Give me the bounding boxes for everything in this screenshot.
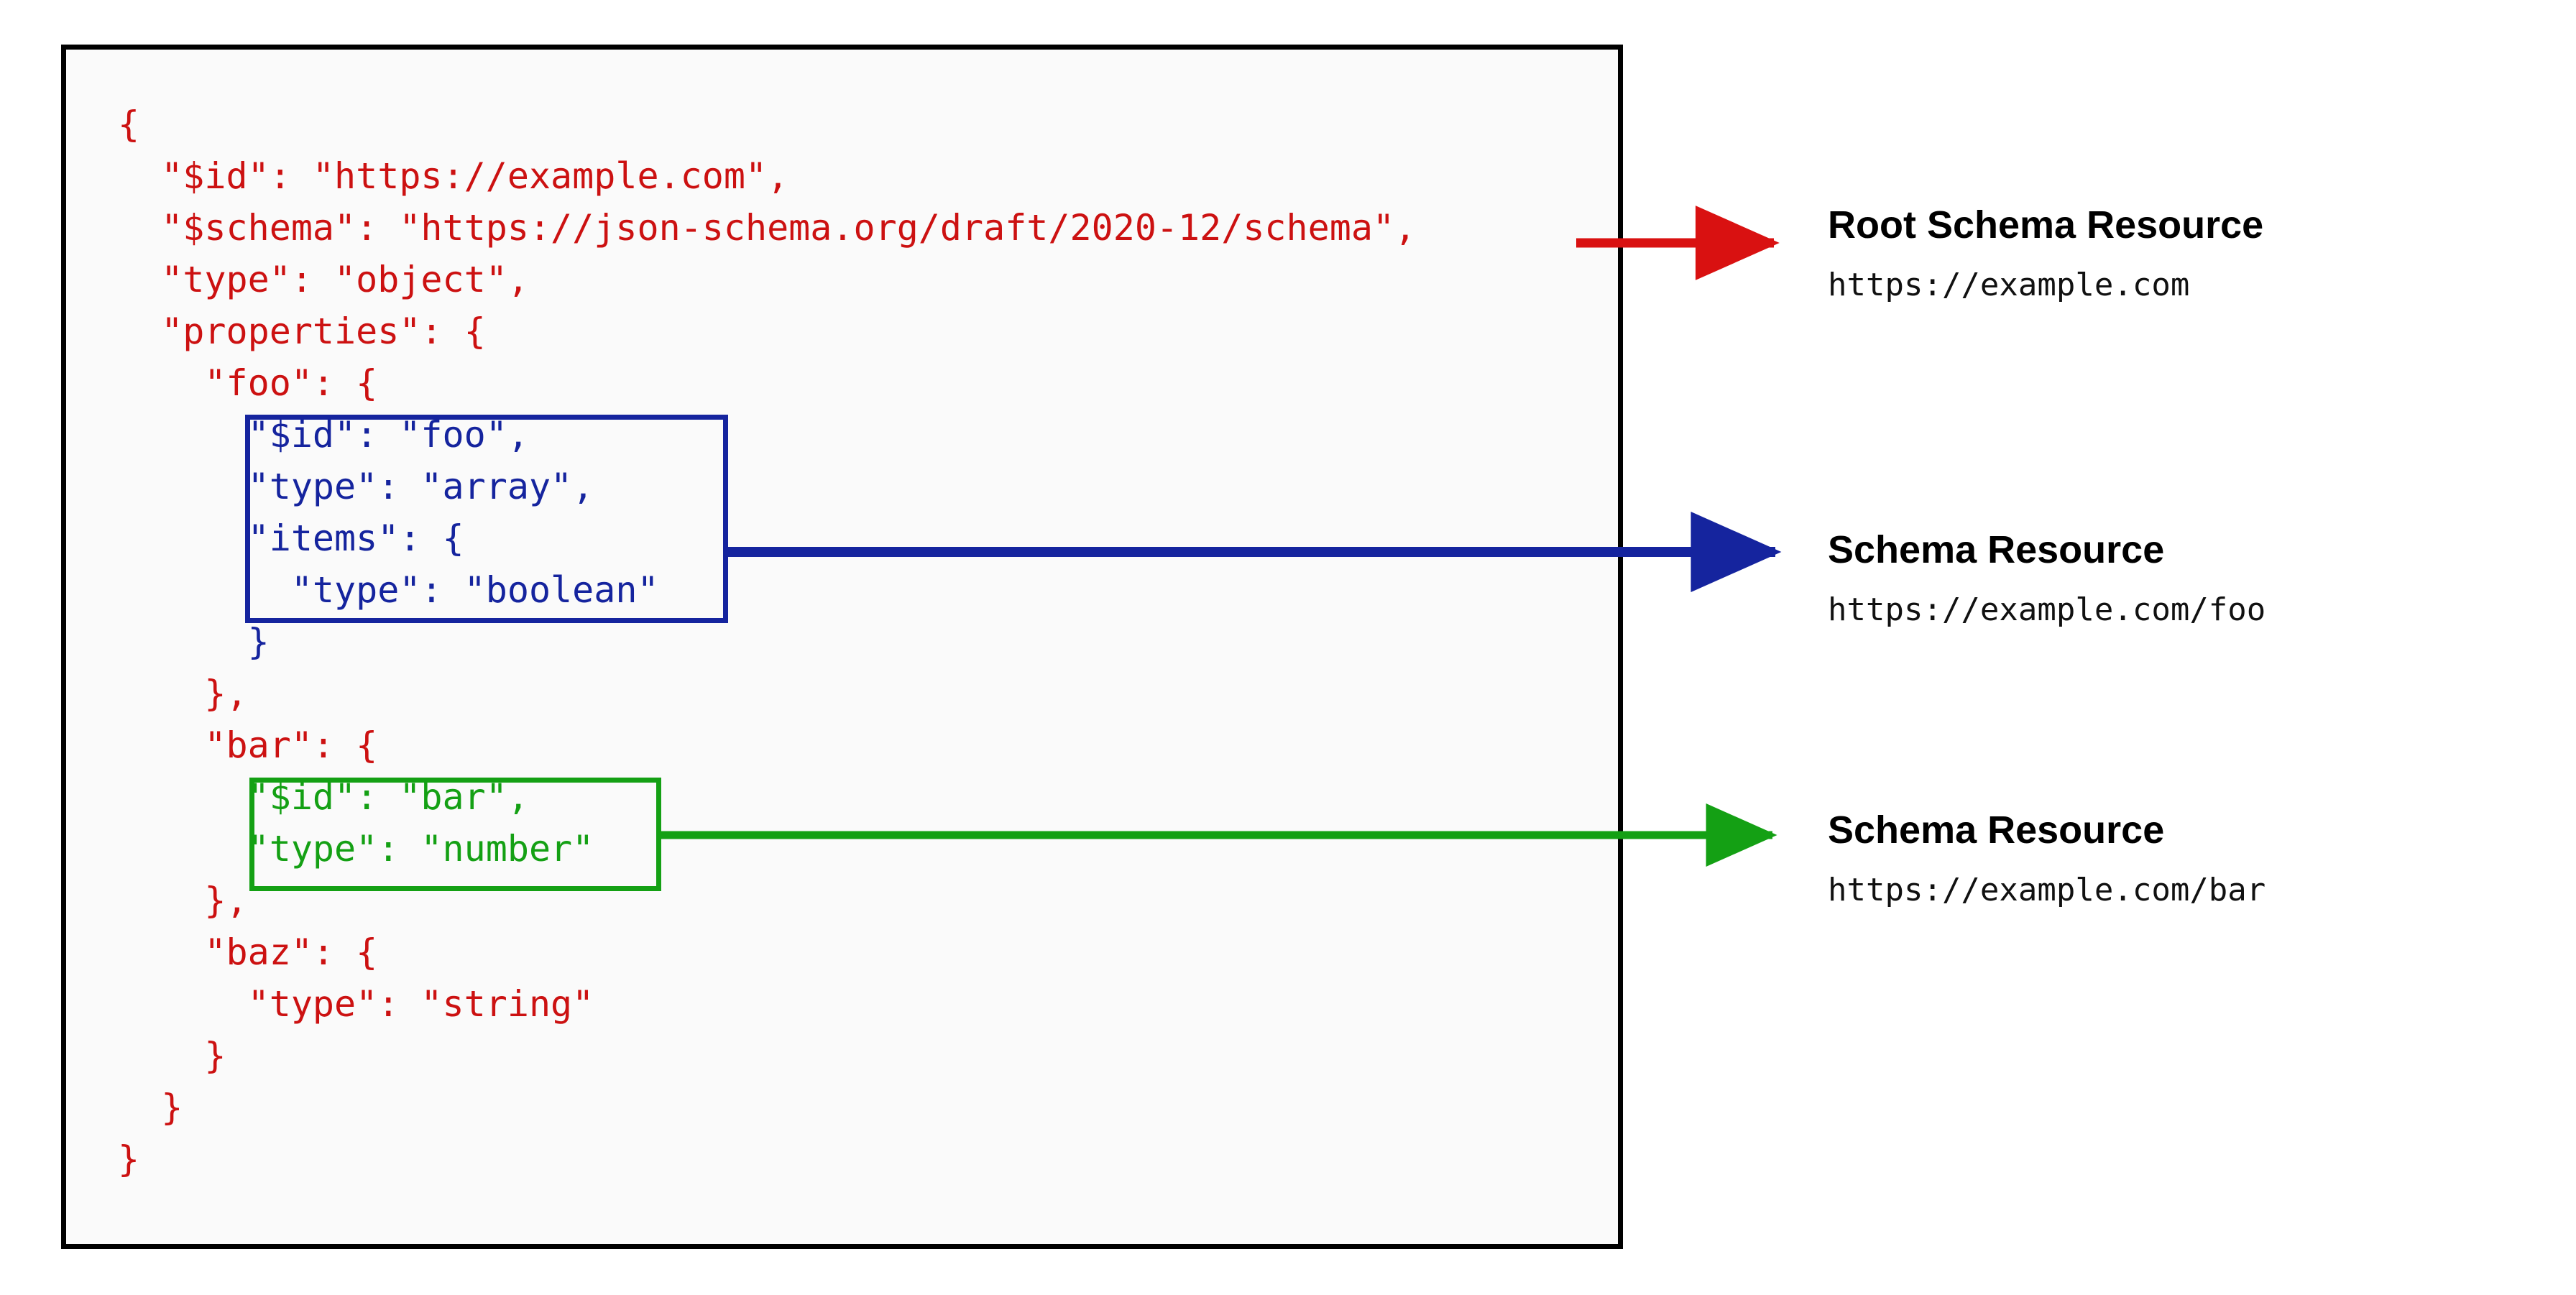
callout-url: https://example.com/bar [1828, 872, 2266, 908]
callout-foo-schema-resource: Schema Resource https://example.com/foo [1828, 528, 2266, 630]
json-code-panel: { "$id": "https://example.com", "$schema… [61, 45, 1623, 1249]
code-line: "type": "boolean" [118, 569, 659, 611]
code-line: "bar": { [118, 724, 378, 766]
code-line: "type": "object", [118, 259, 529, 300]
json-code-block: { "$id": "https://example.com", "$schema… [118, 98, 1416, 1185]
callout-url: https://example.com/foo [1828, 591, 2266, 628]
code-line: } [118, 621, 270, 663]
code-line: "items": { [118, 517, 464, 559]
callout-title: Schema Resource [1828, 528, 2165, 571]
code-line: { [118, 103, 140, 145]
code-line: } [118, 1087, 183, 1128]
code-line: } [118, 1138, 140, 1180]
callout-title: Root Schema Resource [1828, 203, 2264, 246]
code-line: "type": "array", [118, 466, 594, 507]
code-line: } [118, 1035, 226, 1077]
code-line: "baz": { [118, 931, 378, 973]
code-line: "$id": "bar", [118, 776, 529, 818]
code-line: "properties": { [118, 310, 486, 352]
code-line: "type": "number" [118, 828, 594, 870]
code-line: }, [118, 880, 248, 921]
code-line: }, [118, 673, 248, 714]
callout-title: Schema Resource [1828, 808, 2165, 852]
code-line: "type": "string" [118, 983, 594, 1025]
code-line: "$schema": "https://json-schema.org/draf… [118, 207, 1417, 249]
callout-bar-schema-resource: Schema Resource https://example.com/bar [1828, 808, 2266, 911]
code-line: "foo": { [118, 362, 378, 404]
callout-url: https://example.com [1828, 267, 2190, 303]
callout-root-schema-resource: Root Schema Resource https://example.com [1828, 203, 2263, 305]
code-line: "$id": "foo", [118, 414, 529, 456]
code-line: "$id": "https://example.com", [118, 155, 789, 197]
